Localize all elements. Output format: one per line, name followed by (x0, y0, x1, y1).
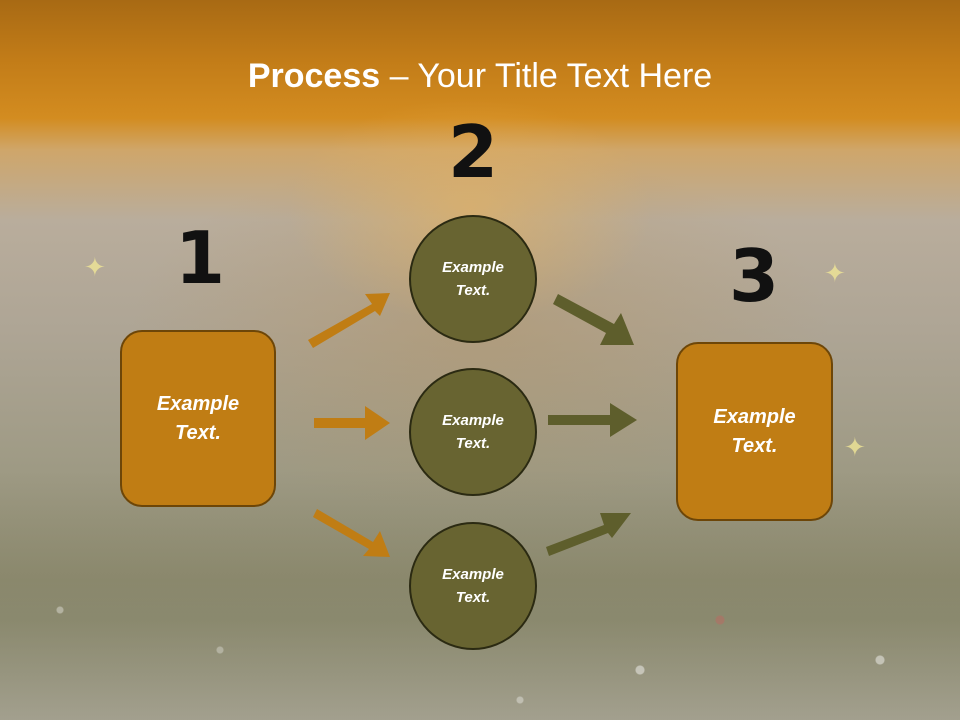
circle-2-label: Example Text. (442, 412, 504, 452)
butterfly-decoration-icon: ✦ (824, 258, 846, 288)
arrow-from-circle-3 (546, 513, 631, 556)
step-1-number: 1 (174, 216, 226, 300)
step-3-label: Example Text. (713, 405, 796, 457)
arrow-to-circle-2 (314, 406, 390, 440)
arrow-to-circle-3 (313, 509, 390, 557)
olive-arrows (546, 294, 637, 556)
orange-arrows (308, 293, 390, 557)
step-2-circle-3[interactable]: Example Text. (409, 522, 537, 650)
step-2-circle-1[interactable]: Example Text. (409, 215, 537, 343)
title-bold: Process (247, 57, 381, 95)
arrow-from-circle-2 (548, 403, 637, 437)
step-1-box[interactable]: Example Text. (120, 330, 276, 507)
circle-1-label: Example Text. (442, 259, 504, 299)
step-3-number: 3 (728, 234, 780, 318)
step-1-label: Example Text. (156, 392, 240, 444)
title-rest: – Your Title Text Here (380, 57, 713, 95)
slide-title: Process – Your Title Text Here (0, 52, 960, 100)
step-2-number: 2 (447, 110, 499, 194)
circle-3-label: Example Text. (442, 566, 504, 606)
arrow-from-circle-1 (553, 294, 634, 345)
butterfly-decoration-icon: ✦ (844, 432, 866, 462)
arrow-to-circle-1 (308, 293, 390, 348)
step-2-circle-2[interactable]: Example Text. (409, 368, 537, 496)
step-3-box[interactable]: Example Text. (676, 342, 833, 521)
butterfly-decoration-icon: ✦ (84, 252, 106, 282)
